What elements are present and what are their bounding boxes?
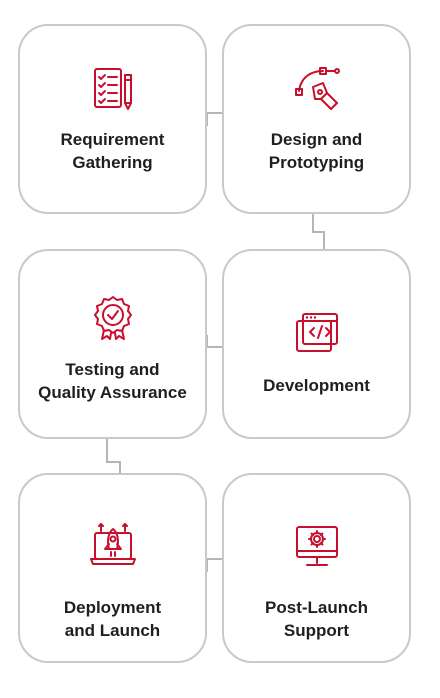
code-window-icon — [295, 313, 338, 352]
step-label: Post-Launch Support — [265, 598, 368, 640]
step-card-testing-quality-assurance: Testing and Quality Assurance — [18, 249, 207, 439]
monitor-gear-icon — [295, 526, 338, 566]
pen-tool-icon — [294, 67, 340, 110]
step-card-design-prototyping: Design and Prototyping — [222, 24, 411, 214]
step-label: Testing and Quality Assurance — [38, 360, 187, 402]
step-card-requirement-gathering: Requirement Gathering — [18, 24, 207, 214]
step-label: Deployment and Launch — [63, 598, 162, 640]
step-label: Development — [263, 376, 370, 395]
checklist-icon — [93, 68, 132, 110]
step-label: Design and Prototyping — [268, 130, 365, 172]
quality-badge-icon — [93, 296, 132, 340]
step-card-post-launch-support: Post-Launch Support — [222, 473, 411, 663]
step-card-development: Development — [222, 249, 411, 439]
rocket-laptop-icon — [89, 523, 136, 565]
step-label: Requirement Gathering — [60, 130, 165, 172]
step-card-deployment-launch: Deployment and Launch — [18, 473, 207, 663]
